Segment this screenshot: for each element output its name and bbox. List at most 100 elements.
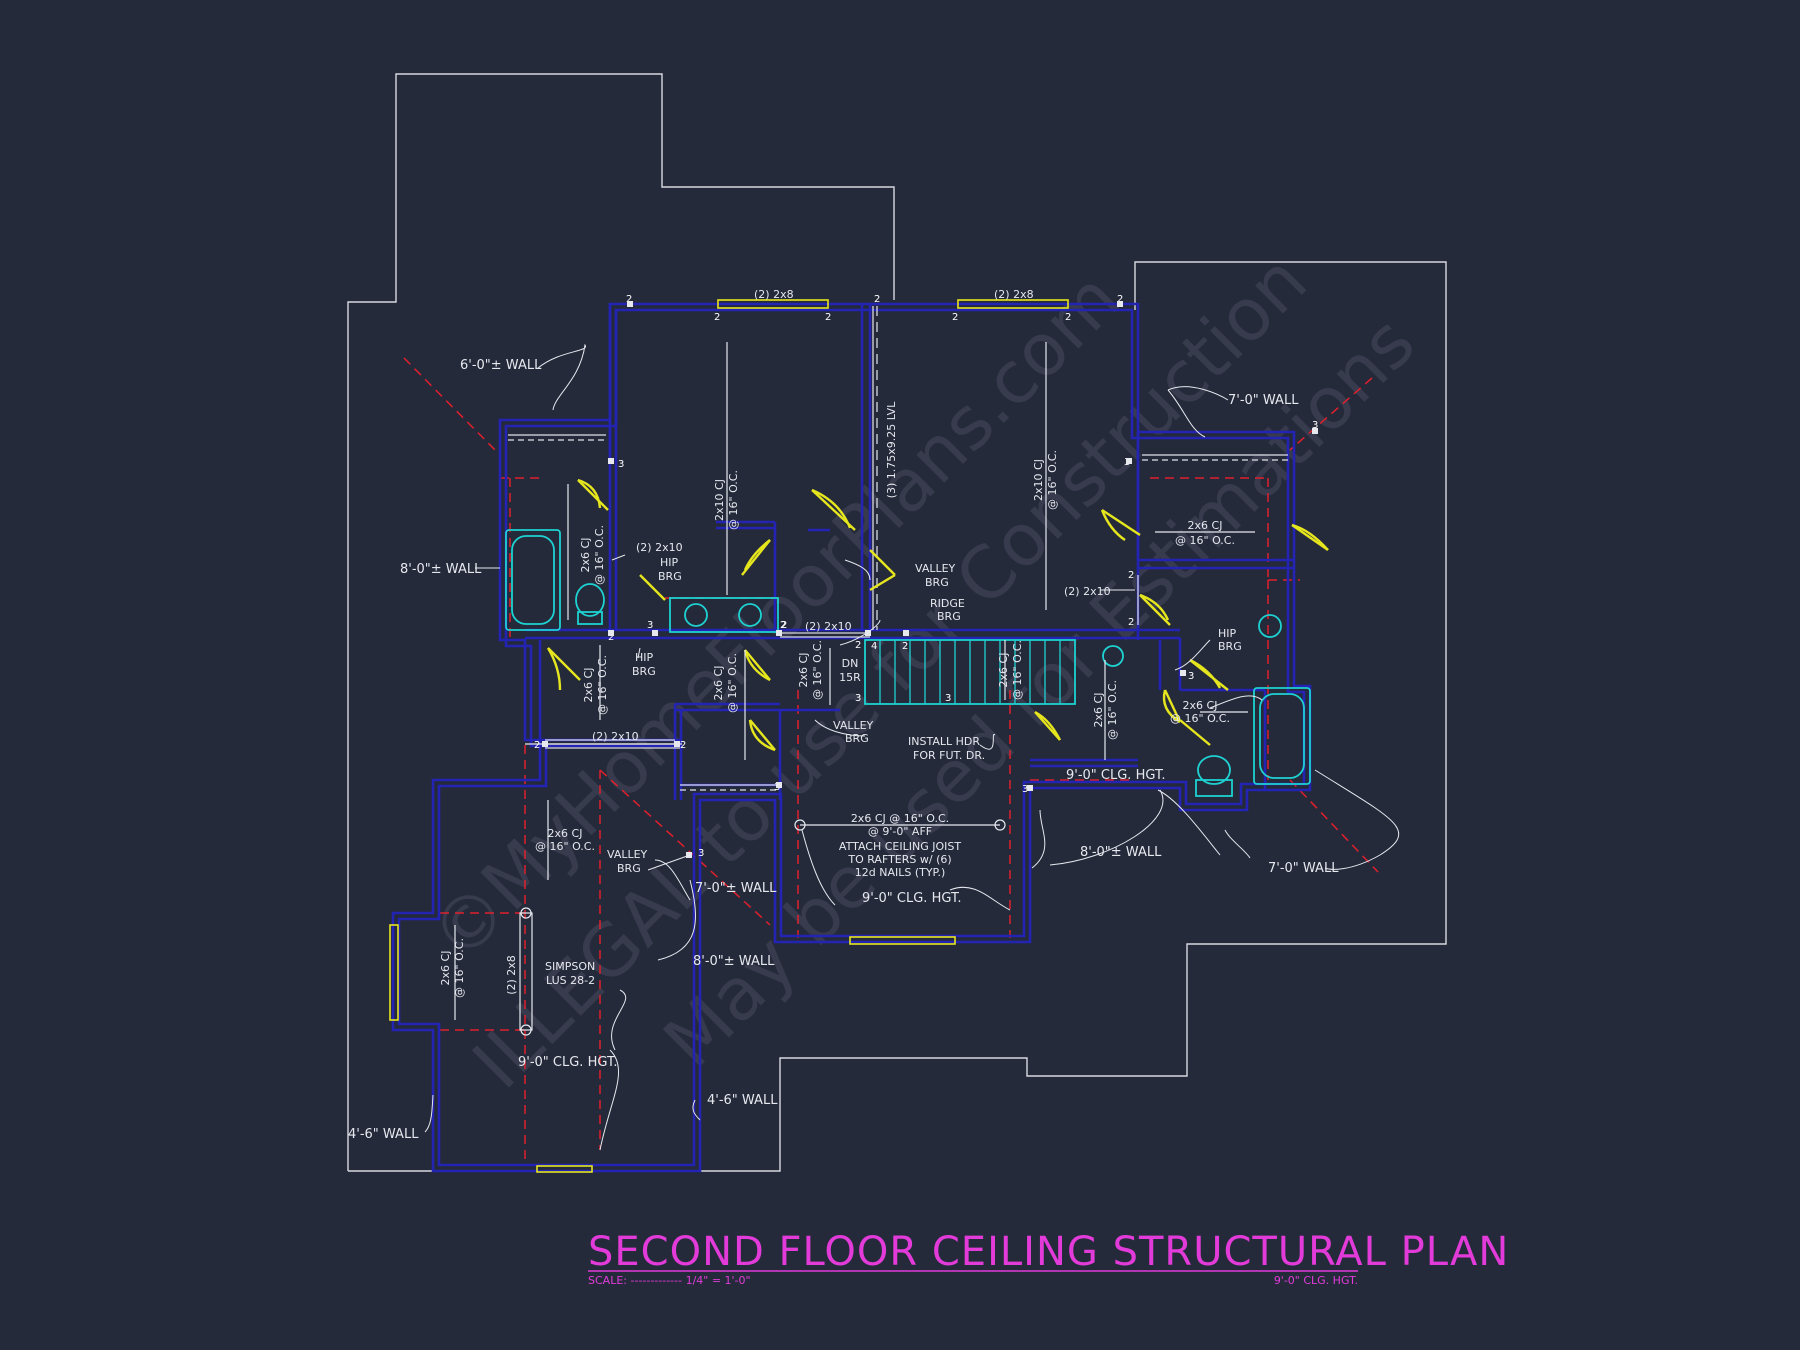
bearing-mark: 3 (1188, 671, 1194, 682)
bearing-label: BRG (632, 665, 656, 678)
joist-label: 2x6 CJ (582, 668, 595, 703)
post-markers (542, 301, 1318, 858)
roof-outline (347, 73, 1447, 1172)
stair-treads (879, 640, 1061, 704)
stair-label: 15R (839, 671, 861, 684)
bearing-mark: 2 (534, 740, 540, 751)
bearing-mark: 3 (618, 459, 624, 470)
joist-label: @ 16" O.C. (453, 938, 466, 998)
beam-label: (2) 2x8 (994, 288, 1034, 301)
joist-label: @ 16" O.C. (1175, 534, 1235, 547)
ceiling-height-label: 9'-0" CLG. HGT. (862, 891, 962, 906)
beam-label: (2) 2x8 (505, 955, 518, 995)
bearing-label: VALLEY (607, 848, 648, 861)
ceiling-height-label: 9'-0" CLG. HGT. (518, 1055, 618, 1070)
note-label: TO RAFTERS w/ (6) (847, 853, 951, 866)
joist-label: 2x6 CJ (548, 827, 583, 840)
bearing-label: BRG (617, 862, 641, 875)
note-label: INSTALL HDR (908, 735, 980, 748)
header-label: (2) 2x10 (592, 730, 639, 743)
ceiling-height-label: 9'-0" CLG. HGT. (1066, 768, 1166, 783)
bearing-mark: 3 (1312, 420, 1318, 431)
lvl-label: (3) 1.75x9.25 LVL (885, 401, 898, 499)
hip-lines (395, 357, 1379, 1160)
bearing-mark: 2 (855, 640, 861, 651)
connector-label: LUS 28-2 (546, 974, 595, 987)
bearing-mark: 3 (698, 848, 704, 859)
joist-label: @ 16" O.C. (727, 470, 740, 530)
joist-label: 2x6 CJ (712, 666, 725, 701)
header-label: (2) 2x10 (805, 620, 852, 633)
fixtures (505, 529, 1311, 797)
span-arrows (454, 342, 1255, 1020)
joist-label: 2x6 CJ (1092, 693, 1105, 728)
joist-label: @ 16" O.C. (811, 640, 824, 700)
bearing-mark: 2 (626, 294, 632, 305)
closet-shelves (508, 434, 1288, 791)
simpson-beam (519, 819, 1006, 1036)
title-block: SECOND FLOOR CEILING STRUCTURAL PLAN SCA… (588, 1229, 1509, 1287)
bearing-label: BRG (925, 576, 949, 589)
bearing-label: RIDGE (930, 597, 965, 610)
drawing-ceiling-note: 9'-0" CLG. HGT. (1274, 1274, 1358, 1287)
bearing-mark: 2 (680, 740, 686, 751)
bearing-mark: 3 (945, 693, 951, 704)
header-label: (2) 2x10 (636, 541, 683, 554)
note-label: FOR FUT. DR. (913, 749, 985, 762)
wall-height-label: 4'-6" WALL (348, 1127, 419, 1142)
bearing-mark: 3 (855, 693, 861, 704)
joist-label: 2x6 CJ (997, 653, 1010, 688)
wall-height-label: 8'-0"± WALL (400, 562, 482, 577)
note-label: ATTACH CEILING JOIST (839, 840, 961, 853)
joist-label: @ 16" O.C. (726, 653, 739, 713)
joist-label: @ 16" O.C. (593, 525, 606, 585)
bearing-mark: 2 (608, 632, 614, 643)
note-label: 12d NAILS (TYP.) (855, 866, 946, 879)
joist-label: @ 16" O.C. (1046, 450, 1059, 510)
header-label: (2) 2x10 (1064, 585, 1111, 598)
bearing-mark: 2 (952, 312, 958, 323)
bearing-mark: 2 (714, 312, 720, 323)
bearing-label: BRG (845, 732, 869, 745)
joist-label: 2x6 CJ @ 16" O.C. (851, 812, 949, 825)
bearing-mark: 2 (1117, 294, 1123, 305)
bearing-label: BRG (937, 610, 961, 623)
bearing-label: HIP (1218, 627, 1237, 640)
bearing-label: HIP (660, 556, 679, 569)
wall-height-label: 7'-0" WALL (1268, 861, 1339, 876)
bearing-mark: 4 (871, 641, 877, 652)
joist-label: 2x10 CJ (713, 479, 726, 521)
windows (389, 299, 1069, 1173)
bearing-mark: 3 (1022, 784, 1028, 795)
bearing-mark: 2 (780, 620, 786, 631)
wall-height-label: 8'-0"± WALL (693, 954, 775, 969)
bearing-mark: 2 (825, 312, 831, 323)
joist-label: 2x10 CJ (1032, 459, 1045, 501)
annotations: 6'-0"± WALL 7'-0" WALL 8'-0"± WALL (2) 2… (348, 288, 1339, 1142)
stair-label: DN (842, 657, 859, 670)
bearing-mark: 2 (1065, 312, 1071, 323)
bearing-label: VALLEY (833, 719, 874, 732)
drawing-title: SECOND FLOOR CEILING STRUCTURAL PLAN (588, 1229, 1509, 1275)
joist-label: 2x6 CJ (439, 951, 452, 986)
bearing-mark: 2 (874, 294, 880, 305)
doors (546, 478, 1329, 752)
joist-label: @ 16" O.C. (596, 655, 609, 715)
bearing-mark: 3 (647, 620, 653, 631)
bearing-label: BRG (658, 570, 682, 583)
beam-label: (2) 2x8 (754, 288, 794, 301)
joist-label: @ 16" O.C. (1170, 712, 1230, 725)
joist-label: 2x6 CJ (797, 653, 810, 688)
bearing-label: VALLEY (915, 562, 956, 575)
joist-label: 2x6 CJ (1188, 519, 1223, 532)
wall-height-label: 6'-0"± WALL (460, 358, 542, 373)
bearing-mark: 2 (1128, 617, 1134, 628)
bearing-mark: 2 (781, 620, 787, 631)
joist-label: @ 16" O.C. (535, 840, 595, 853)
joist-label: 2x6 CJ (579, 538, 592, 573)
joist-label: 2x6 CJ (1183, 699, 1218, 712)
walls (391, 302, 1312, 1173)
wall-height-label: 8'-0"± WALL (1080, 845, 1162, 860)
connector-label: SIMPSON (545, 960, 595, 973)
